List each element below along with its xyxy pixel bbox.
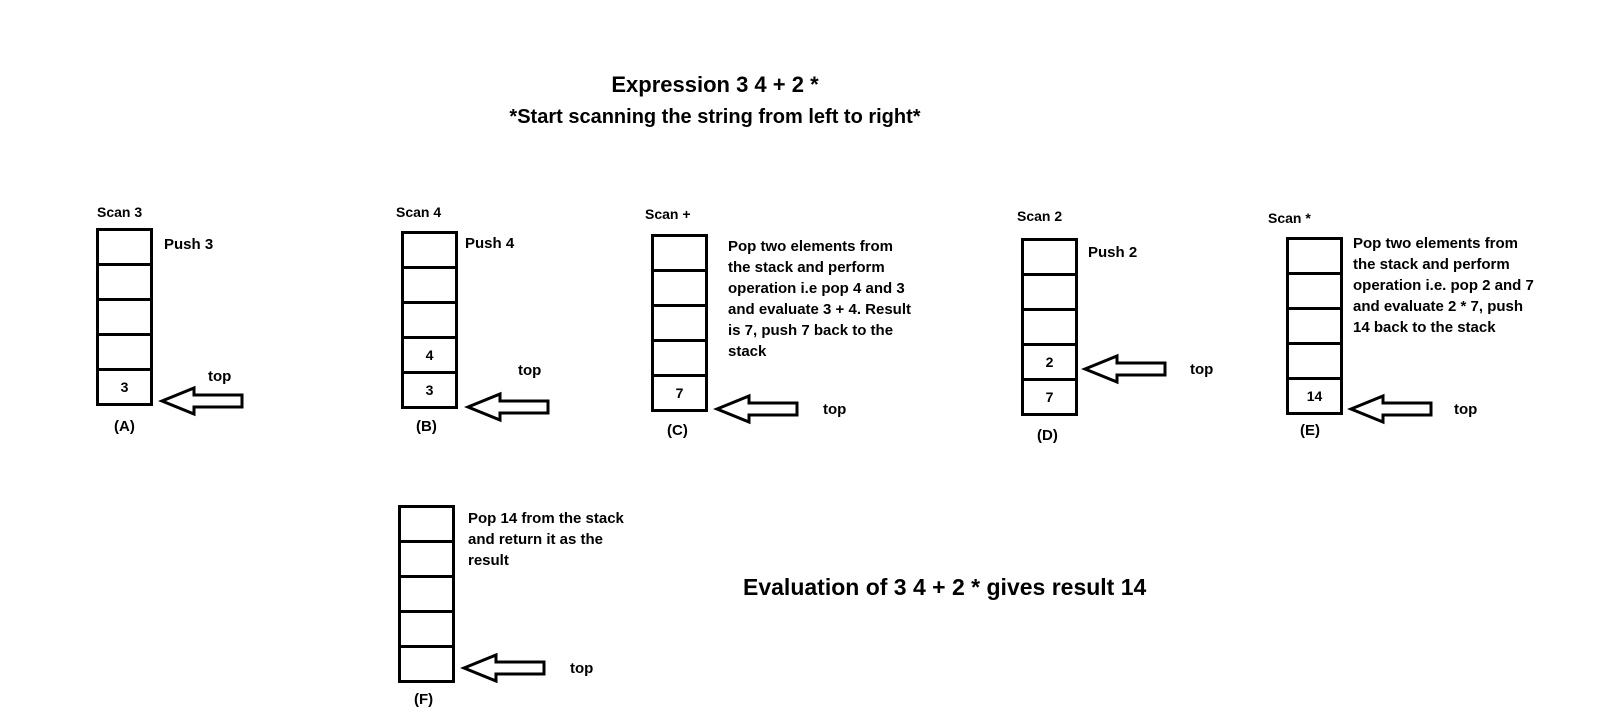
diagram-subtitle: *Start scanning the string from left to … [509, 106, 921, 128]
stack-cell: 2 [1024, 343, 1075, 378]
stack-cell [654, 304, 705, 339]
stack-cell [99, 263, 150, 298]
stack-cell [99, 298, 150, 333]
step-c-stack: 7 [651, 234, 708, 412]
top-arrow-icon [1349, 394, 1433, 424]
step-c-scan-label: Scan + [645, 206, 691, 222]
stack-cell: 7 [1024, 378, 1075, 413]
stack-cell [654, 269, 705, 304]
stack-cell [654, 339, 705, 374]
step-b-caption: (B) [416, 418, 437, 435]
stack-cell [401, 540, 452, 575]
diagram-title: Expression 3 4 + 2 * [611, 72, 819, 97]
stack-cell [99, 333, 150, 368]
stack-cell [401, 645, 452, 680]
top-label: top [1190, 361, 1214, 378]
step-e-note: Pop two elements from the stack and perf… [1353, 235, 1534, 336]
top-label: top [1454, 401, 1478, 418]
result-statement: Evaluation of 3 4 + 2 * gives result 14 [743, 574, 1147, 600]
top-arrow-icon [1083, 354, 1167, 384]
step-a-scan-label: Scan 3 [97, 204, 143, 220]
stack-cell [401, 610, 452, 645]
top-arrow-icon [462, 653, 546, 683]
stack-cell: 3 [404, 371, 455, 406]
top-arrow-icon [466, 392, 550, 422]
stack-cell [1024, 308, 1075, 343]
step-d-note: Push 2 [1088, 244, 1138, 261]
stack-cell [654, 237, 705, 269]
stack-cell: 7 [654, 374, 705, 409]
stack-cell [1024, 241, 1075, 273]
step-d-scan-label: Scan 2 [1017, 208, 1063, 224]
stack-cell [404, 234, 455, 266]
stack-cell [99, 231, 150, 263]
stack-cell [401, 508, 452, 540]
step-a-note: Push 3 [164, 236, 214, 253]
top-label: top [208, 368, 232, 385]
step-f-stack [398, 505, 455, 683]
top-arrow-icon [715, 394, 799, 424]
top-label: top [823, 401, 847, 418]
step-d-stack: 2 7 [1021, 238, 1078, 416]
top-arrow-icon [160, 386, 244, 416]
stack-cell [1289, 240, 1340, 272]
stack-cell: 3 [99, 368, 150, 403]
step-d-caption: (D) [1037, 427, 1058, 444]
top-label: top [518, 362, 542, 379]
stack-cell [1289, 342, 1340, 377]
stack-cell [1289, 307, 1340, 342]
step-b-scan-label: Scan 4 [396, 204, 442, 220]
stack-cell [404, 266, 455, 301]
step-c-caption: (C) [667, 422, 688, 439]
step-f-note: Pop 14 from the stack and return it as t… [468, 510, 624, 569]
stack-cell [1024, 273, 1075, 308]
step-a-caption: (A) [114, 418, 135, 435]
step-e-scan-label: Scan * [1268, 210, 1311, 226]
stack-cell: 4 [404, 336, 455, 371]
stack-cell: 14 [1289, 377, 1340, 412]
step-a-stack: 3 [96, 228, 153, 406]
stack-cell [404, 301, 455, 336]
step-c-note: Pop two elements from the stack and perf… [728, 238, 911, 360]
step-e-caption: (E) [1300, 422, 1320, 439]
step-e-stack: 14 [1286, 237, 1343, 415]
top-label: top [570, 660, 594, 677]
step-b-note: Push 4 [465, 235, 515, 252]
step-b-stack: 4 3 [401, 231, 458, 409]
stack-cell [1289, 272, 1340, 307]
stack-cell [401, 575, 452, 610]
step-f-caption: (F) [414, 691, 434, 708]
